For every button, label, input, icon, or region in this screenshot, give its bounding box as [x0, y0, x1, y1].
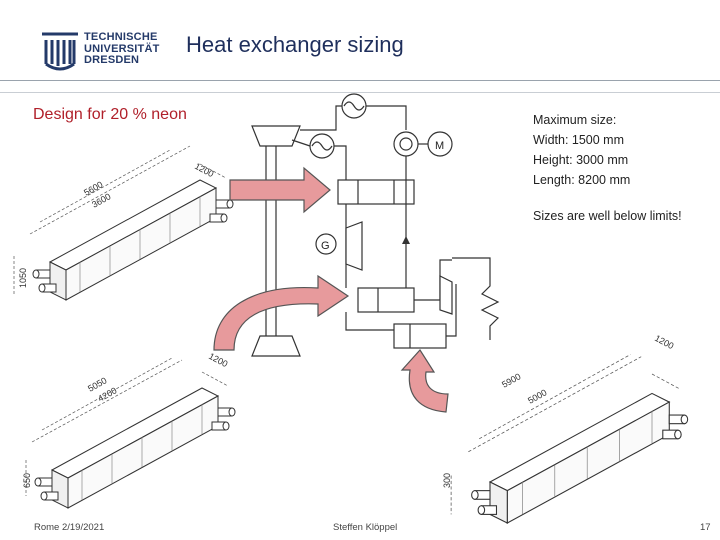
dim-height: 300 [442, 473, 452, 488]
spec-line: Maximum size: [533, 113, 617, 127]
spec-line: Height: 3000 mm [533, 153, 629, 167]
flow-direction-marker [402, 236, 410, 244]
motor-label: M [435, 140, 444, 152]
arrow-middle [213, 274, 350, 351]
header-divider-secondary [0, 92, 720, 93]
dim-length-inner: 5000 [526, 387, 548, 405]
dim-length-outer: 5900 [500, 371, 522, 389]
dim-width: 1200 [653, 333, 675, 351]
spec-line: Length: 8200 mm [533, 173, 631, 187]
arrow-upper [229, 166, 331, 214]
limits-note: Sizes are well below limits! [533, 209, 682, 223]
design-subtitle: Design for 20 % neon [33, 106, 187, 123]
dim-width: 1200 [193, 161, 215, 179]
tu-dresden-logo [42, 32, 78, 71]
process-schematic [251, 93, 500, 357]
spec-line: Width: 1500 mm [533, 133, 625, 147]
dim-height: 650 [22, 473, 32, 488]
exchanger-bottom-left [25, 357, 236, 509]
max-size-specs: Maximum size: Width: 1500 mm Height: 300… [533, 110, 630, 190]
page-title: Heat exchanger sizing [186, 32, 404, 57]
logo-wordmark: TECHNISCHE UNIVERSITÄT DRESDEN [84, 31, 160, 66]
generator-label: G [321, 240, 330, 252]
header-divider [0, 80, 720, 81]
footer-page-number: 17 [700, 522, 711, 533]
exchanger-right [450, 354, 689, 524]
footer-date-location: Rome 2/19/2021 [34, 522, 105, 533]
arrow-lower [400, 349, 449, 413]
dim-width: 1200 [207, 351, 229, 369]
dim-height: 1050 [18, 268, 28, 288]
footer-author: Steffen Klöppel [333, 522, 398, 533]
exchanger-top-left [13, 145, 234, 301]
